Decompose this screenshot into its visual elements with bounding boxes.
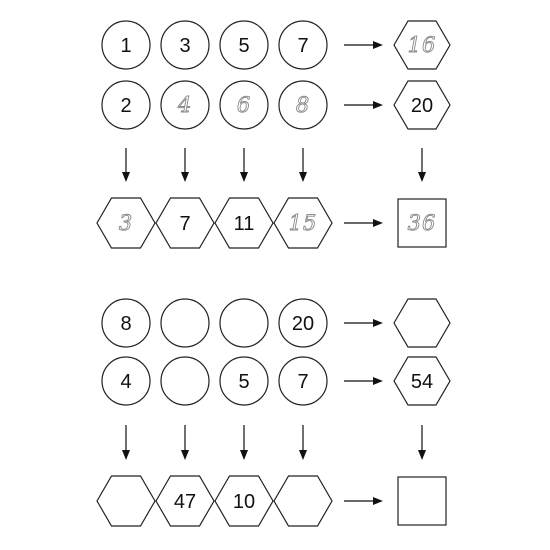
puzzle1-row2-arrow-right (344, 101, 383, 109)
puzzle1-arrow-down-4 (299, 148, 307, 182)
puzzle2-bottom-arrow-right (344, 497, 383, 505)
puzzle2-row2-hexagon-value: 54 (411, 371, 433, 393)
puzzle1-row1-circle-3 (219, 20, 269, 70)
puzzle2-arrow-down-5 (418, 425, 426, 460)
puzzle2-bottom-hexagon-2 (155, 475, 215, 527)
puzzle2-row1-hexagon[interactable] (393, 298, 451, 348)
puzzle2-row2-circle-3 (219, 356, 269, 406)
puzzle2-bottom-hexagon-3-value: 10 (233, 491, 255, 513)
puzzle1-arrow-down-1 (122, 148, 130, 182)
puzzle2-bottom-hexagon-3 (214, 475, 274, 527)
puzzle1-row1-hexagon-value: 16 (408, 33, 437, 57)
puzzle2-row1-circle-4 (278, 298, 328, 348)
puzzle2-row2-circle-1 (101, 356, 151, 406)
puzzle1-arrow-down-3 (240, 148, 248, 182)
puzzle1-result-square (397, 198, 447, 248)
puzzle1-row1-circle-2 (160, 20, 210, 70)
puzzle1-bottom-hexagon-4-value: 15 (289, 211, 318, 235)
puzzle1-row2-circle-4-value: 8 (296, 93, 310, 117)
puzzle1-row1-circle-1 (101, 20, 151, 70)
puzzle1-row2-hexagon-value: 20 (411, 95, 433, 117)
puzzle2-row2-hexagon (393, 356, 451, 406)
puzzle1-arrow-down-5 (418, 148, 426, 182)
puzzle2-row1-arrow-right (344, 319, 383, 327)
puzzle2-row1-circle-2[interactable] (160, 298, 210, 348)
puzzle1-bottom-hexagon-3-value: 11 (234, 213, 255, 235)
puzzle2-row2-circle-4-value: 7 (297, 371, 308, 393)
puzzle2-result-square[interactable] (397, 476, 447, 526)
puzzle2-bottom-hexagon-4[interactable] (273, 475, 333, 527)
puzzle1-row1-hexagon (393, 20, 451, 70)
puzzle2-arrow-down-1 (122, 425, 130, 460)
puzzle1-bottom-hexagon-2 (155, 197, 215, 249)
puzzle1-bottom-hexagon-1-value: 3 (119, 211, 133, 235)
puzzle1-row1-circle-4-value: 7 (297, 35, 308, 57)
puzzle2-row2-circle-3-value: 5 (238, 371, 249, 393)
puzzle1-row2-circle-1 (101, 80, 151, 130)
puzzle2-row2-circle-1-value: 4 (120, 371, 131, 393)
puzzle1-row2-circle-3 (219, 80, 269, 130)
puzzle1-result-square-value: 36 (408, 211, 437, 235)
puzzle1-row1-circle-3-value: 5 (238, 35, 249, 57)
puzzle2-bottom-hexagon-2-value: 47 (174, 491, 196, 513)
puzzle2-arrow-down-2 (181, 425, 189, 460)
puzzle2-row1-circle-4-value: 20 (292, 313, 314, 335)
puzzle1-bottom-hexagon-1 (96, 197, 156, 249)
puzzle1-arrow-down-2 (181, 148, 189, 182)
puzzle2-row2-circle-4 (278, 356, 328, 406)
puzzle2-row1-circle-1 (101, 298, 151, 348)
puzzle2-arrow-down-4 (299, 425, 307, 460)
puzzle1-bottom-hexagon-2-value: 7 (179, 213, 190, 235)
puzzle1-row2-circle-2-value: 4 (177, 93, 192, 117)
puzzle2-row2-arrow-right (344, 377, 383, 385)
puzzle2-arrow-down-3 (240, 425, 248, 460)
puzzle1-row2-hexagon (393, 80, 451, 130)
puzzle2-bottom-hexagon-1[interactable] (96, 475, 156, 527)
puzzle1-row1-circle-4 (278, 20, 328, 70)
puzzle1-row2-circle-1-value: 2 (120, 95, 131, 117)
puzzle2-row2-circle-2[interactable] (160, 356, 210, 406)
puzzle1-row2-circle-4 (278, 80, 328, 130)
puzzle1-row2-circle-2 (160, 80, 210, 130)
puzzle1-bottom-hexagon-4 (273, 197, 333, 249)
puzzle1-row1-circle-2-value: 3 (179, 35, 190, 57)
puzzle2-row1-circle-3[interactable] (219, 298, 269, 348)
puzzle1-row1-arrow-right (344, 41, 383, 49)
puzzle1-row1-circle-1-value: 1 (120, 35, 131, 57)
puzzle2-row1-circle-1-value: 8 (120, 313, 131, 335)
puzzle1-bottom-hexagon-3 (214, 197, 274, 249)
puzzle1-row2-circle-3-value: 6 (237, 93, 251, 117)
puzzle1-bottom-arrow-right (344, 219, 383, 227)
